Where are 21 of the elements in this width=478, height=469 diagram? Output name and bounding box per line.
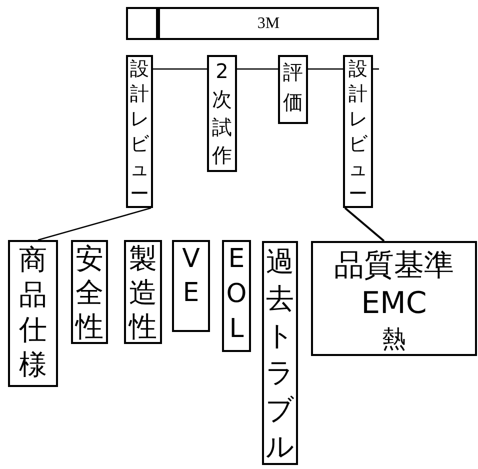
label-box: 商品仕様 [8,240,58,387]
item-text: 品質基準 [334,247,454,285]
label-box: 安全性 [71,240,108,344]
leader-line [344,207,385,242]
label-box: 設計レビュー [343,55,373,208]
leader-line [38,207,152,241]
item-text: EMC [361,285,427,323]
schedule-bar: 3M [158,7,379,40]
timeline-line [308,68,343,70]
label-box: 設計レビュー [126,55,153,208]
label-box: 過去トラブル [262,241,298,465]
item-box [311,241,477,356]
label-box: 評価 [278,55,308,124]
label-box: 2次試作 [207,55,237,172]
timeline-line [237,68,278,70]
schedule-bar [126,7,158,40]
label-box: VE [172,240,210,332]
label-box: EOL [222,240,251,352]
label-box: 製造性 [124,240,162,344]
timeline-line [153,68,207,70]
item-text: 熱 [382,324,406,355]
